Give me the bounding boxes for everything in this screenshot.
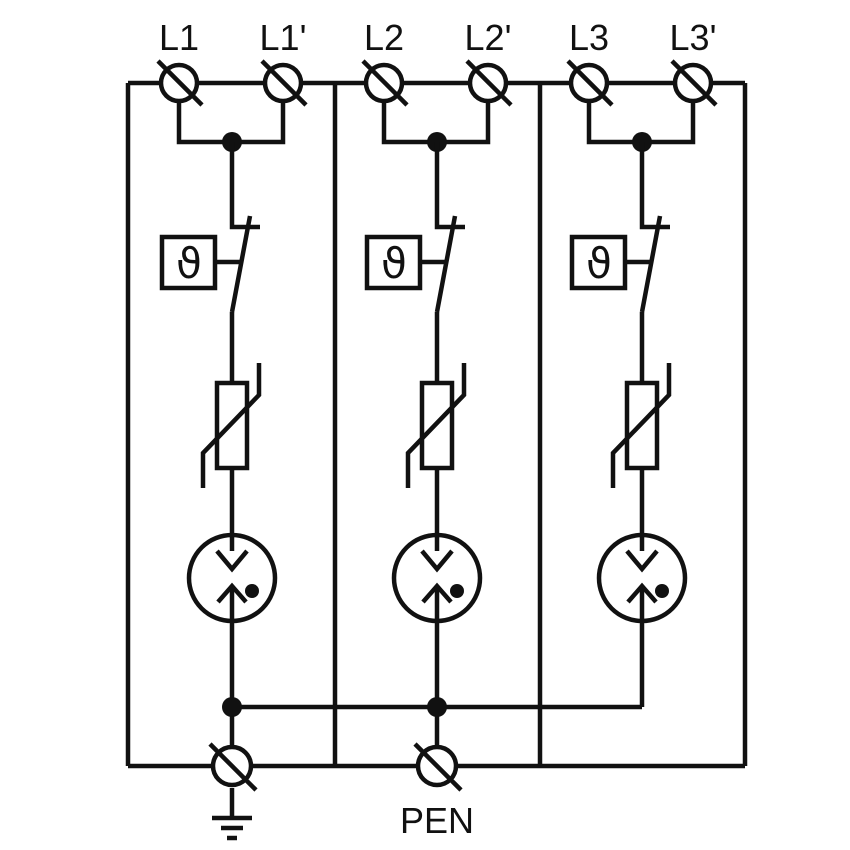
terminal-slash-icon (361, 59, 409, 107)
spark-gap-arrow-down-icon (215, 549, 249, 573)
bus-junction-dot (427, 697, 447, 717)
phase-2-branch: ϑ (364, 101, 491, 747)
thermal-symbol: ϑ (176, 239, 202, 288)
varistor-strike-icon (200, 363, 262, 488)
thermal-symbol: ϑ (586, 239, 612, 288)
phase-1-branch: ϑ (159, 101, 286, 747)
varistor-strike-icon (610, 363, 672, 488)
thermal-trip-box (159, 234, 218, 291)
terminal-slash-icon (208, 742, 258, 792)
terminal-l2 (361, 59, 409, 107)
label-l1: L1 (159, 17, 199, 58)
spark-gap-gas-dot (655, 584, 669, 598)
label-l1-prime: L1' (260, 17, 307, 58)
spark-gap-arrow-down-icon (420, 549, 454, 573)
terminal-l3 (566, 59, 614, 107)
label-l3-prime: L3' (670, 17, 717, 58)
labels: L1 L1' L2 L2' L3 L3' PEN (159, 17, 716, 841)
feed-wire-and-fixed-contact (434, 142, 465, 230)
label-pen: PEN (400, 800, 474, 841)
bus-junction-dot (222, 697, 242, 717)
terminal-slash-icon (156, 59, 204, 107)
terminal-l1 (156, 59, 204, 107)
terminal-l3-prime (670, 59, 718, 107)
terminal-l1-prime (260, 59, 308, 107)
terminal-slash-icon (465, 59, 513, 107)
terminal-slash-icon (413, 742, 463, 792)
terminal-l2-prime (465, 59, 513, 107)
label-l2-prime: L2' (465, 17, 512, 58)
phase-3-branch: ϑ (569, 101, 696, 707)
thermal-trip-box (364, 234, 423, 291)
bottom-terminals (208, 742, 463, 792)
terminal-pen (413, 742, 463, 792)
top-terminals (156, 59, 718, 107)
terminal-slash-icon (566, 59, 614, 107)
terminal-slash-icon (260, 59, 308, 107)
varistor-strike-icon (405, 363, 467, 488)
feed-wire-and-fixed-contact (229, 142, 260, 230)
label-l2: L2 (364, 17, 404, 58)
spark-gap-gas-dot (450, 584, 464, 598)
thermal-symbol: ϑ (381, 239, 407, 288)
terminal-slash-icon (670, 59, 718, 107)
spark-gap-gas-dot (245, 584, 259, 598)
feed-wire-and-fixed-contact (639, 142, 670, 230)
label-l3: L3 (569, 17, 609, 58)
terminal-earth (208, 742, 258, 792)
spark-gap-arrow-down-icon (625, 549, 659, 573)
earth-ground-icon (212, 788, 252, 841)
